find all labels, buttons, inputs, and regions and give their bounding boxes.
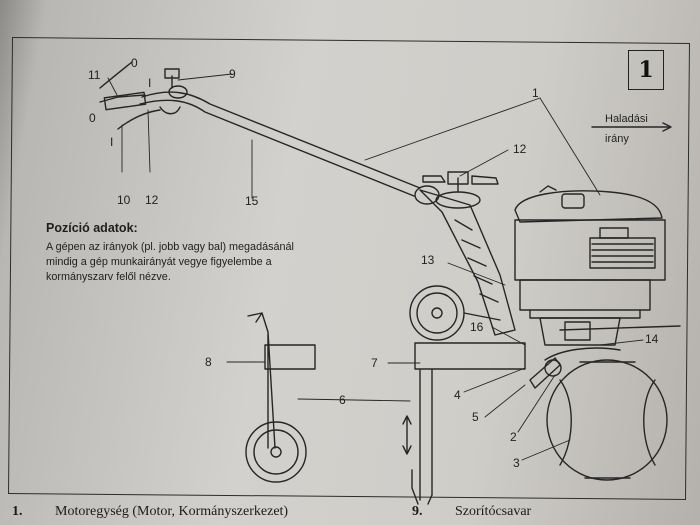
gearbox [539, 317, 621, 346]
side-bar-12 [264, 344, 316, 370]
direction-arrowhead [662, 122, 672, 132]
transport-wheel [409, 285, 465, 341]
lever-mark-zero: 0 [131, 56, 138, 70]
side-wheel [245, 421, 307, 483]
column [419, 189, 516, 336]
column-hatch [454, 219, 499, 303]
clamp-ring [168, 85, 188, 99]
engine-grille [589, 237, 656, 269]
clamp-bolt-9-wings [422, 175, 499, 185]
direction-label: Haladási [605, 113, 648, 125]
handle-pivot [414, 185, 440, 205]
callout-16: 14 [645, 332, 659, 346]
callout-2: 2 [510, 430, 517, 444]
handle-grip [103, 91, 147, 111]
handlebar-upper [141, 91, 421, 189]
callout-13: 6 [339, 393, 346, 407]
knob-6 [164, 68, 180, 79]
side-frame [247, 312, 276, 449]
handlebar-lower [139, 99, 415, 197]
callout-6: 9 [229, 67, 236, 81]
legend-num-9: 9. [412, 504, 423, 519]
callout-7: 10 [117, 193, 131, 207]
legend-text-1: Motoregység (Motor, Kormányszerkezet) [55, 504, 289, 519]
position-note-title: Pozíció adatok: [46, 221, 138, 235]
callout-11: 13 [421, 253, 435, 267]
shaft-16 [559, 325, 681, 331]
position-note-line-1: A gépen az irányok (pl. jobb vagy bal) m… [46, 241, 294, 253]
callout-15: 16 [470, 320, 484, 334]
clamp-grip [159, 106, 181, 115]
position-note-line-2: mindig a gép munkairányát vegye figyelem… [46, 256, 272, 268]
callout-8: 11 [88, 68, 101, 82]
position-note-line-3: kormányszarv felől nézve. [46, 271, 171, 283]
callout-leaders [107, 73, 644, 461]
fuel-cap [561, 193, 585, 209]
engine-grille-lines [591, 243, 654, 263]
lever-7 [117, 109, 161, 130]
direction-label-2: irány [605, 133, 629, 145]
lever-mark-one: I [148, 76, 152, 90]
callout-5: 5 [472, 410, 479, 424]
callout-4: 4 [454, 388, 461, 402]
lever-8 [99, 61, 133, 89]
depth-bar-foot [411, 469, 433, 505]
engine-tank [514, 190, 663, 223]
lever-mark-zero-left: 0 [89, 111, 96, 125]
callout-9: 12 [513, 142, 527, 156]
depth-bar-12 [414, 342, 526, 370]
legend-num-1: 1. [12, 504, 23, 519]
clamp-bolt-9-base [435, 191, 481, 209]
tine-guard [529, 357, 561, 389]
engine-base [519, 279, 651, 311]
callout-10: 12 [145, 193, 159, 207]
tine-rotor [546, 359, 668, 481]
handlebar-hook [99, 94, 146, 103]
callout-1: 1 [532, 86, 539, 100]
legend-text-9: Szorítócsavar [455, 504, 532, 519]
callout-3: 3 [513, 456, 520, 470]
figure-number: 1 [628, 50, 664, 90]
callout-14: 15 [245, 194, 259, 208]
callout-12-left: 8 [205, 355, 212, 369]
callout-12: 7 [371, 356, 378, 370]
tine-blades [559, 361, 656, 479]
lever-mark-one-left: I [110, 135, 114, 149]
